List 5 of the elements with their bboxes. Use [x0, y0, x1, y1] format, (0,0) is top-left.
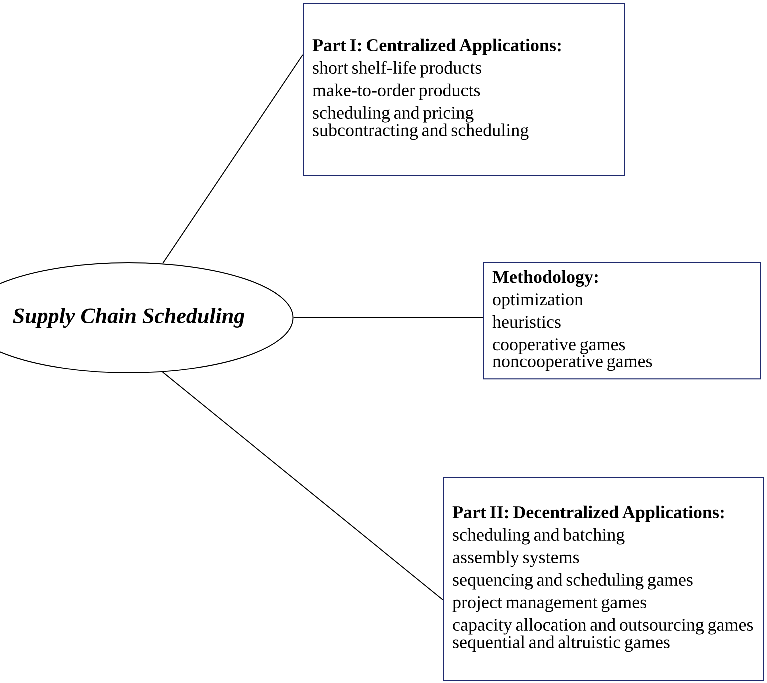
topic-box: Methodology: optimization heuristics cooperative games noncooperative games — [483, 262, 761, 380]
topic-box: Part I: Centralized Applications: short shelf-life products make-to-order products scheduling and pricing subcontracting and scheduling — [303, 3, 625, 176]
topic-box: Part II: Decentralized Applications: scheduling and batching assembly systems sequencing and scheduling games project management games capacity allocation and outsourcing games sequential and altruistic games — [443, 477, 764, 681]
connector-line — [162, 372, 444, 600]
connector-line — [162, 54, 304, 264]
